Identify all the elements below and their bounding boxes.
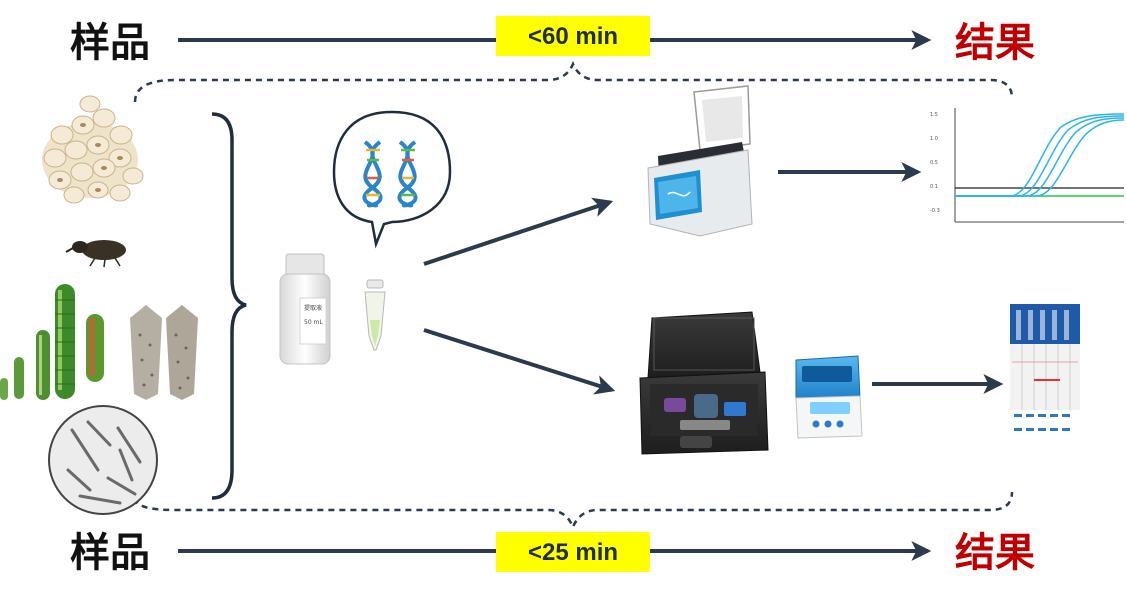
svg-text:0.1: 0.1	[930, 184, 938, 190]
top-result-label: 结果	[955, 20, 1035, 66]
arrow-to-portable-kit	[423, 328, 616, 395]
moth-icon	[130, 305, 198, 400]
bottom-result-label: 结果	[955, 530, 1035, 576]
svg-text:-0.3: -0.3	[930, 208, 940, 214]
top-dashed-brace	[133, 60, 1014, 103]
caterpillar-icon	[0, 284, 104, 400]
weevil-icon	[65, 240, 126, 268]
arrow-to-qpcr	[423, 197, 614, 266]
pearl-barley-icon	[42, 95, 144, 204]
svg-text:0.5: 0.5	[930, 160, 938, 166]
qpcr-instrument-icon	[647, 85, 753, 237]
bottom-sample-label: 样品	[70, 530, 150, 576]
heat-block-icon	[795, 355, 863, 439]
reagent-bottle-icon: 提取液 50 mL	[279, 253, 331, 365]
portable-case-icon	[639, 311, 769, 455]
bottom-row: 样品 <25 min 结果	[70, 491, 1035, 576]
sample-group-brace	[211, 112, 247, 500]
top-time-label: <60 min	[528, 23, 618, 50]
samples-column	[0, 95, 247, 515]
bottom-time-box	[496, 532, 650, 572]
top-time-box	[496, 16, 650, 56]
dna-speech-bubble	[332, 110, 452, 249]
bottom-time-label: <25 min	[528, 539, 618, 566]
svg-text:50 mL: 50 mL	[304, 319, 323, 326]
amplification-chart-icon: 1.5 1.0 0.5 0.1 -0.3	[928, 104, 1127, 228]
dna-double-helix-icon	[362, 140, 418, 208]
svg-text:1.5: 1.5	[930, 112, 938, 118]
top-row: 样品 <60 min 结果	[70, 16, 1035, 103]
top-sample-label: 样品	[70, 20, 150, 66]
svg-text:1.0: 1.0	[930, 136, 938, 142]
pcr-tube-icon	[364, 279, 386, 351]
svg-text:提取液: 提取液	[304, 304, 322, 312]
microscope-view-icon	[48, 405, 158, 515]
lateral-flow-strips-icon	[1010, 304, 1080, 448]
bottom-dashed-brace	[133, 491, 1014, 531]
